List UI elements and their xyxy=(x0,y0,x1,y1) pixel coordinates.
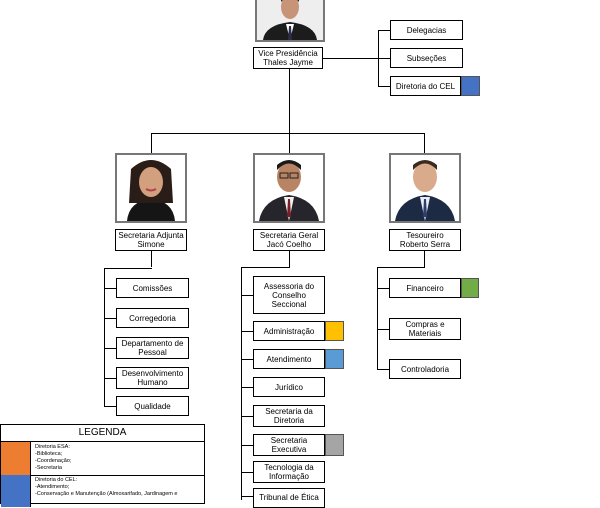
connector-line xyxy=(151,133,152,153)
juridico-box: Jurídico xyxy=(253,377,325,397)
atendimento-color-marker xyxy=(325,349,344,369)
connector-line xyxy=(241,267,242,500)
secretaria-geral-photo xyxy=(253,153,325,223)
assessoria-conselho-box: Assessoria do Conselho Seccional xyxy=(253,276,325,314)
connector-line xyxy=(241,331,253,332)
legend-title: LEGENDA xyxy=(1,425,204,442)
administracao-box: Administração xyxy=(253,321,325,341)
connector-line xyxy=(241,267,290,268)
diretoria-cel-box: Diretoria do CEL xyxy=(390,76,461,96)
legend-text-esa: Diretoria ESA: -Biblioteca; -Coordenação… xyxy=(35,444,72,471)
compras-materiais-box: Compras e Materiais xyxy=(389,318,461,340)
connector-line xyxy=(241,445,253,446)
connector-line xyxy=(241,472,253,473)
departamento-pessoal-box: Departamento de Pessoal xyxy=(116,337,189,359)
connector-line xyxy=(104,268,105,407)
connector-line xyxy=(289,250,290,267)
secretaria-geral-box: Secretaria Geral Jacó Coelho xyxy=(253,229,325,251)
connector-line xyxy=(241,295,253,296)
legend-text-cel: Diretoria do CEL: -Atendimento; -Conserv… xyxy=(35,477,178,497)
legend-row-esa: Diretoria ESA: -Biblioteca; -Coordenação… xyxy=(1,442,204,476)
connector-line xyxy=(104,268,152,269)
connector-line xyxy=(104,318,116,319)
legend: LEGENDA Diretoria ESA: -Biblioteca; -Coo… xyxy=(0,424,205,507)
connector-line xyxy=(424,250,425,267)
connector-line xyxy=(104,378,116,379)
person-photo-icon xyxy=(257,0,323,40)
connector-line xyxy=(378,58,390,59)
connector-line xyxy=(241,416,253,417)
delegacias-box: Delegacias xyxy=(390,20,463,40)
financeiro-color-marker xyxy=(461,278,479,298)
connector-line xyxy=(104,288,116,289)
legend-swatch-blue xyxy=(1,475,31,507)
tribunal-etica-box: Tribunal de Ética xyxy=(253,488,325,508)
secretaria-adjunta-box: Secretaria Adjunta Simone xyxy=(115,229,187,251)
tesoureiro-box: Tesoureiro Roberto Serra xyxy=(389,229,461,251)
secretaria-diretoria-box: Secretaria da Diretoria xyxy=(253,405,325,427)
vice-presidencia-box: Vice Presidência Thales Jayme xyxy=(253,47,323,69)
qualidade-box: Qualidade xyxy=(116,396,189,416)
desenvolvimento-humano-box: Desenvolvimento Humano xyxy=(116,367,189,389)
connector-line xyxy=(378,30,390,31)
connector-line xyxy=(289,133,290,153)
connector-line xyxy=(289,68,290,133)
connector-line xyxy=(151,133,425,134)
corregedoria-box: Corregedoria xyxy=(116,308,189,328)
secretaria-executiva-color-marker xyxy=(325,434,344,456)
administracao-color-marker xyxy=(325,321,344,341)
connector-line xyxy=(377,267,425,268)
tesoureiro-photo xyxy=(389,153,461,223)
connector-line xyxy=(378,86,390,87)
legend-swatch-orange xyxy=(1,442,31,475)
legend-row-cel: Diretoria do CEL: -Atendimento; -Conserv… xyxy=(1,475,204,507)
vice-president-photo xyxy=(255,0,325,42)
connector-line xyxy=(377,369,389,370)
atendimento-box: Atendimento xyxy=(253,349,325,369)
connector-line xyxy=(241,359,253,360)
subsecoes-box: Subseções xyxy=(390,48,463,68)
connector-line xyxy=(322,58,378,59)
diretoria-cel-color-marker xyxy=(461,76,480,96)
connector-line xyxy=(151,250,152,267)
person-photo-icon xyxy=(391,155,459,221)
comissoes-box: Comissões xyxy=(116,278,189,298)
person-photo-icon xyxy=(117,155,185,221)
person-photo-icon xyxy=(255,155,323,221)
connector-line xyxy=(377,288,389,289)
connector-line xyxy=(104,348,116,349)
connector-line xyxy=(424,133,425,153)
controladoria-box: Controladoria xyxy=(389,359,461,379)
tecnologia-informacao-box: Tecnologia da Informação xyxy=(253,461,325,483)
connector-line xyxy=(377,267,378,370)
secretaria-executiva-box: Secretaria Executiva xyxy=(253,434,325,456)
secretaria-adjunta-photo xyxy=(115,153,187,223)
connector-line xyxy=(241,387,253,388)
financeiro-box: Financeiro xyxy=(389,278,461,298)
connector-line xyxy=(377,329,389,330)
connector-line xyxy=(241,496,253,497)
connector-line xyxy=(104,406,116,407)
